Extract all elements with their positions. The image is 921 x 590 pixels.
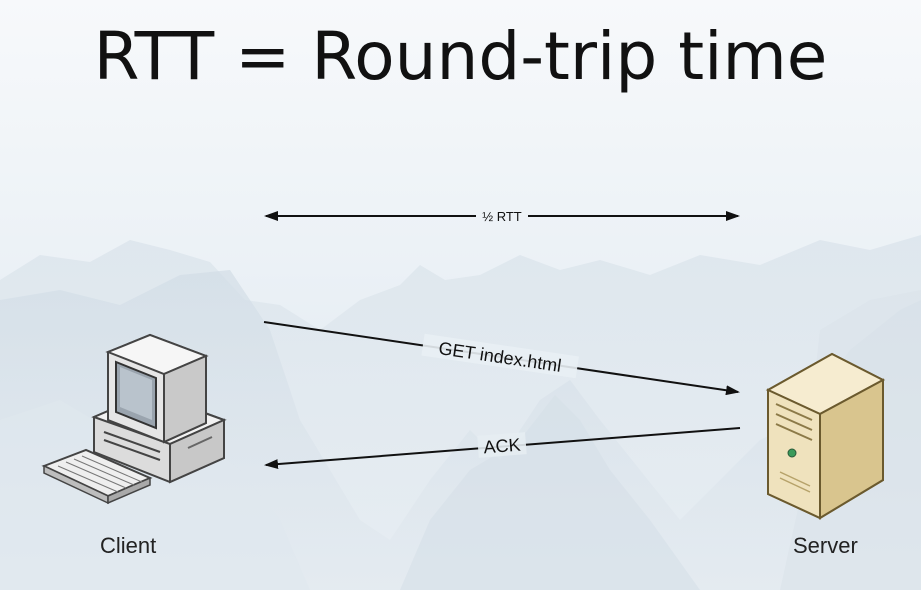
response-label: ACK <box>483 435 521 458</box>
request-label: GET index.html <box>437 338 562 376</box>
request-arrow: GET index.html <box>263 321 740 396</box>
response-arrow: ACK <box>264 427 741 470</box>
request-label-bg <box>421 333 579 379</box>
client-label: Client <box>100 533 157 558</box>
half-rtt-arrow: ½ RTT <box>264 209 740 224</box>
slide-title: RTT = Round-trip time <box>93 18 828 95</box>
half-rtt-label: ½ RTT <box>482 209 522 224</box>
response-label-bg <box>477 432 527 458</box>
server-tower-icon <box>765 352 886 520</box>
server-label: Server <box>793 533 858 558</box>
desktop-computer-icon <box>41 333 227 505</box>
